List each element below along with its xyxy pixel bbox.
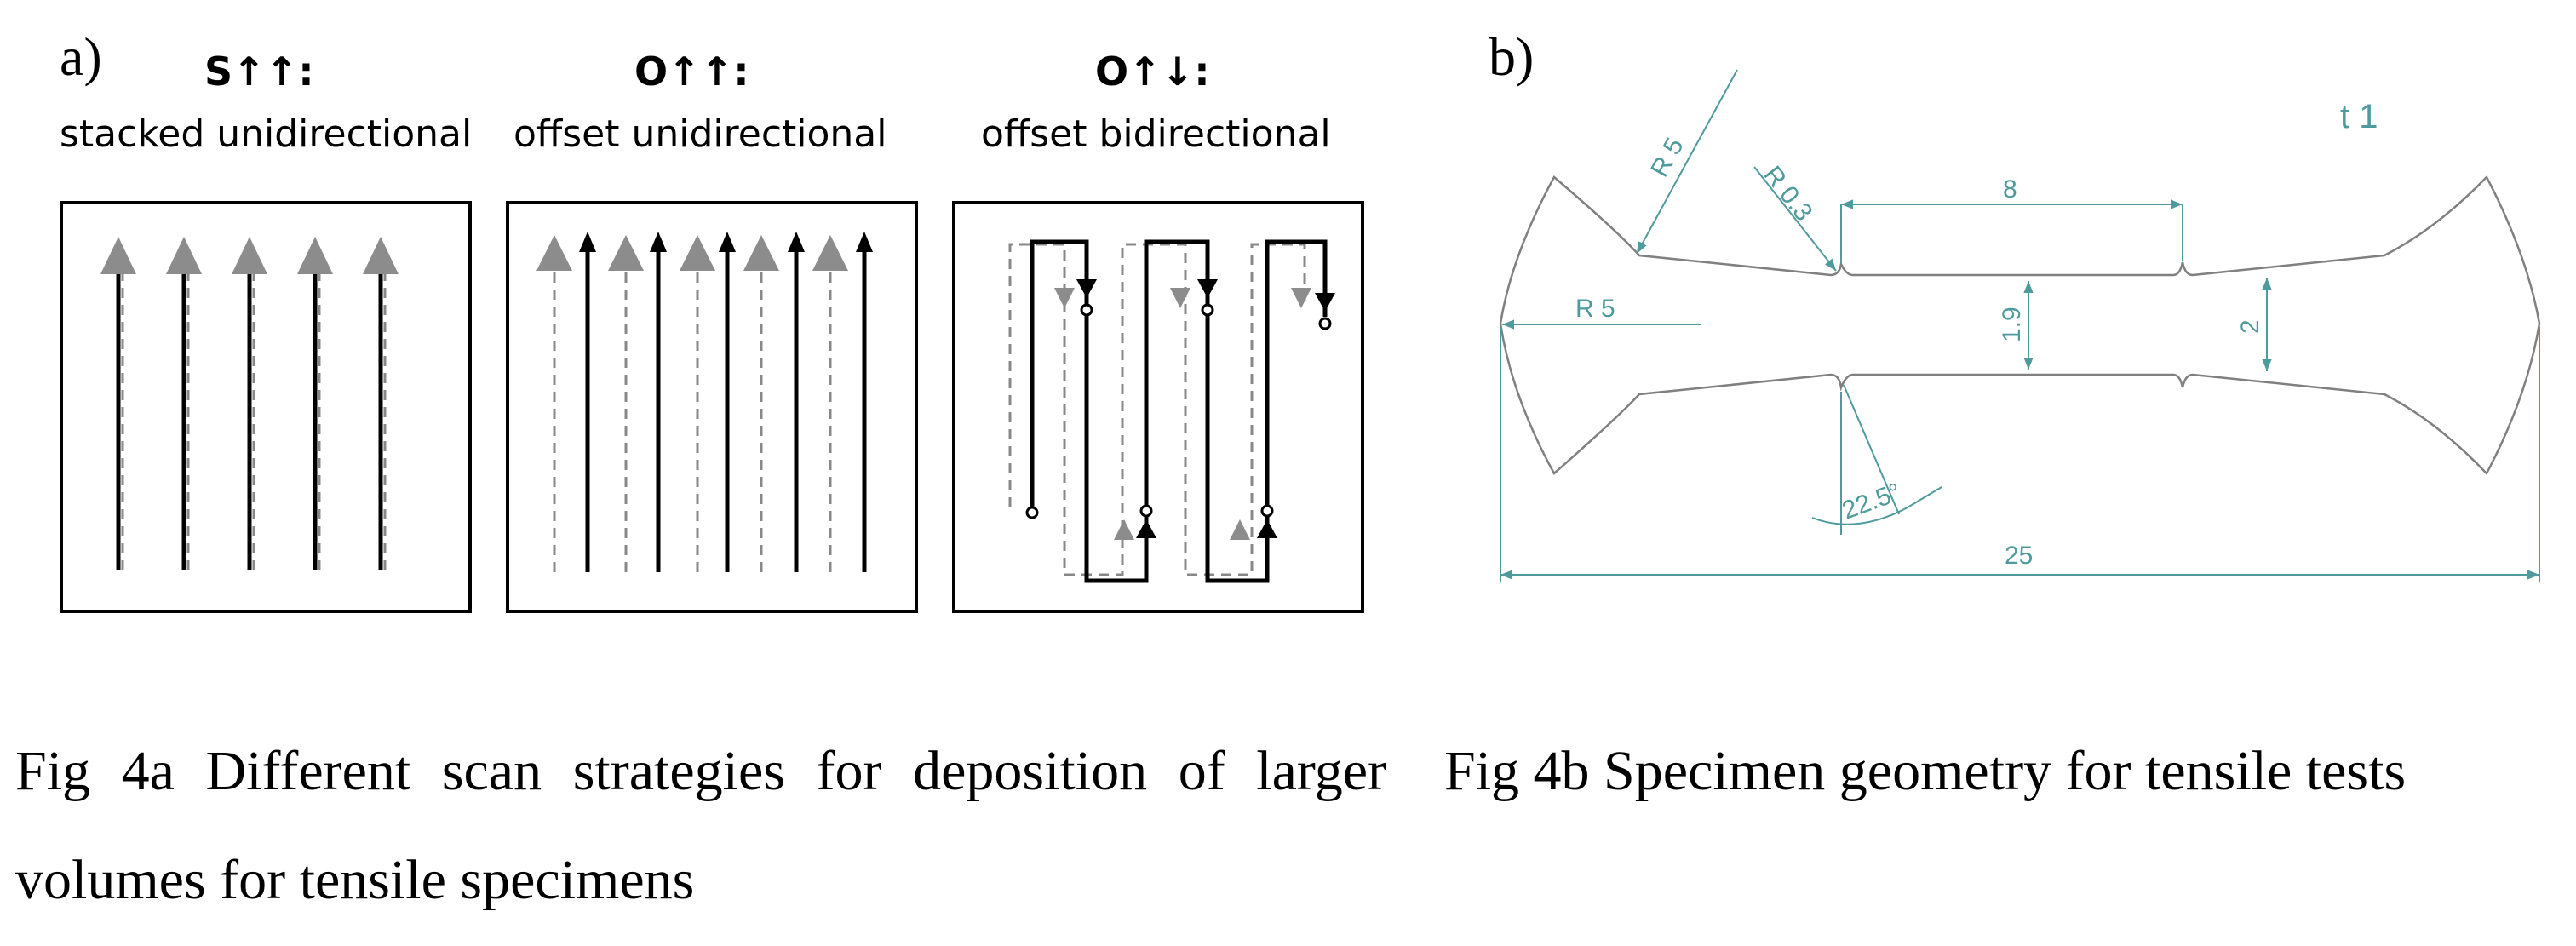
- dim-notch-width: 1.9: [1998, 307, 2026, 342]
- figure-canvas: a) S↑↑: stacked unidirectional O↑↑: offs…: [60, 26, 2541, 613]
- black-arrowheads: [579, 232, 873, 252]
- dimension-lines: [1500, 69, 2540, 582]
- dim-total-length: 25: [2005, 542, 2033, 570]
- dim-gauge-length: 8: [2003, 175, 2017, 204]
- scan-box-stacked: [60, 201, 472, 613]
- black-arrow-up-2: [1257, 519, 1277, 538]
- grey-arrow-down-3: [1291, 288, 1311, 308]
- dim-width: 2: [2236, 319, 2264, 334]
- caption-fig-4a: Fig 4a Different scan strategies for dep…: [15, 740, 1386, 911]
- grey-scan-vectors: [553, 264, 832, 572]
- grey-arrowheads: [536, 235, 848, 271]
- black-arrow-down-1: [1076, 279, 1097, 298]
- strategy-code-offset-bi: O↑↓:: [1095, 49, 1210, 95]
- panel-a-label: a): [60, 26, 102, 87]
- strategy-name-offset-bi: offset bidirectional: [981, 112, 1331, 156]
- grey-arrow-down-1: [1054, 288, 1075, 308]
- grey-serpentine-path: [1008, 243, 1306, 576]
- strategy-code-offset-uni: O↑↑:: [634, 49, 749, 95]
- thickness-label: t 1: [2340, 98, 2378, 135]
- strategy-code-stacked: S↑↑:: [204, 49, 314, 95]
- specimen-outline: [1499, 175, 2541, 476]
- dim-angle: 22.5°: [1839, 478, 1904, 525]
- strategy-name-stacked: stacked unidirectional: [60, 112, 472, 156]
- grey-arrow-up-2: [1230, 519, 1250, 540]
- scan-box-offset-uni: [506, 201, 918, 613]
- scan-vector-3: [232, 237, 267, 570]
- grey-arrow-up-1: [1114, 519, 1134, 540]
- scan-vector-1: [100, 237, 136, 570]
- dim-end-radius: R 5: [1575, 295, 1615, 323]
- scan-vector-4: [297, 237, 333, 570]
- caption-fig-4b: Fig 4b Specimen geometry for tensile tes…: [1444, 740, 2407, 802]
- black-arrow-down-3: [1315, 293, 1335, 312]
- black-arrow-down-2: [1197, 279, 1218, 298]
- black-serpentine-path: [1030, 239, 1328, 583]
- scan-vector-5: [363, 237, 399, 570]
- grey-arrow-down-2: [1170, 288, 1190, 308]
- scan-endpoint-circles: [1025, 303, 1332, 519]
- scan-box-offset-bi: [952, 201, 1364, 613]
- dim-notch-radius: R 0.3: [1758, 161, 1817, 226]
- black-arrow-up-1: [1136, 519, 1156, 538]
- scan-vector-2: [166, 237, 202, 570]
- black-scan-vectors: [585, 249, 867, 572]
- strategy-name-offset-uni: offset unidirectional: [513, 112, 886, 156]
- dim-outer-radius: R 5: [1645, 134, 1689, 182]
- panel-b-label: b): [1489, 26, 1534, 87]
